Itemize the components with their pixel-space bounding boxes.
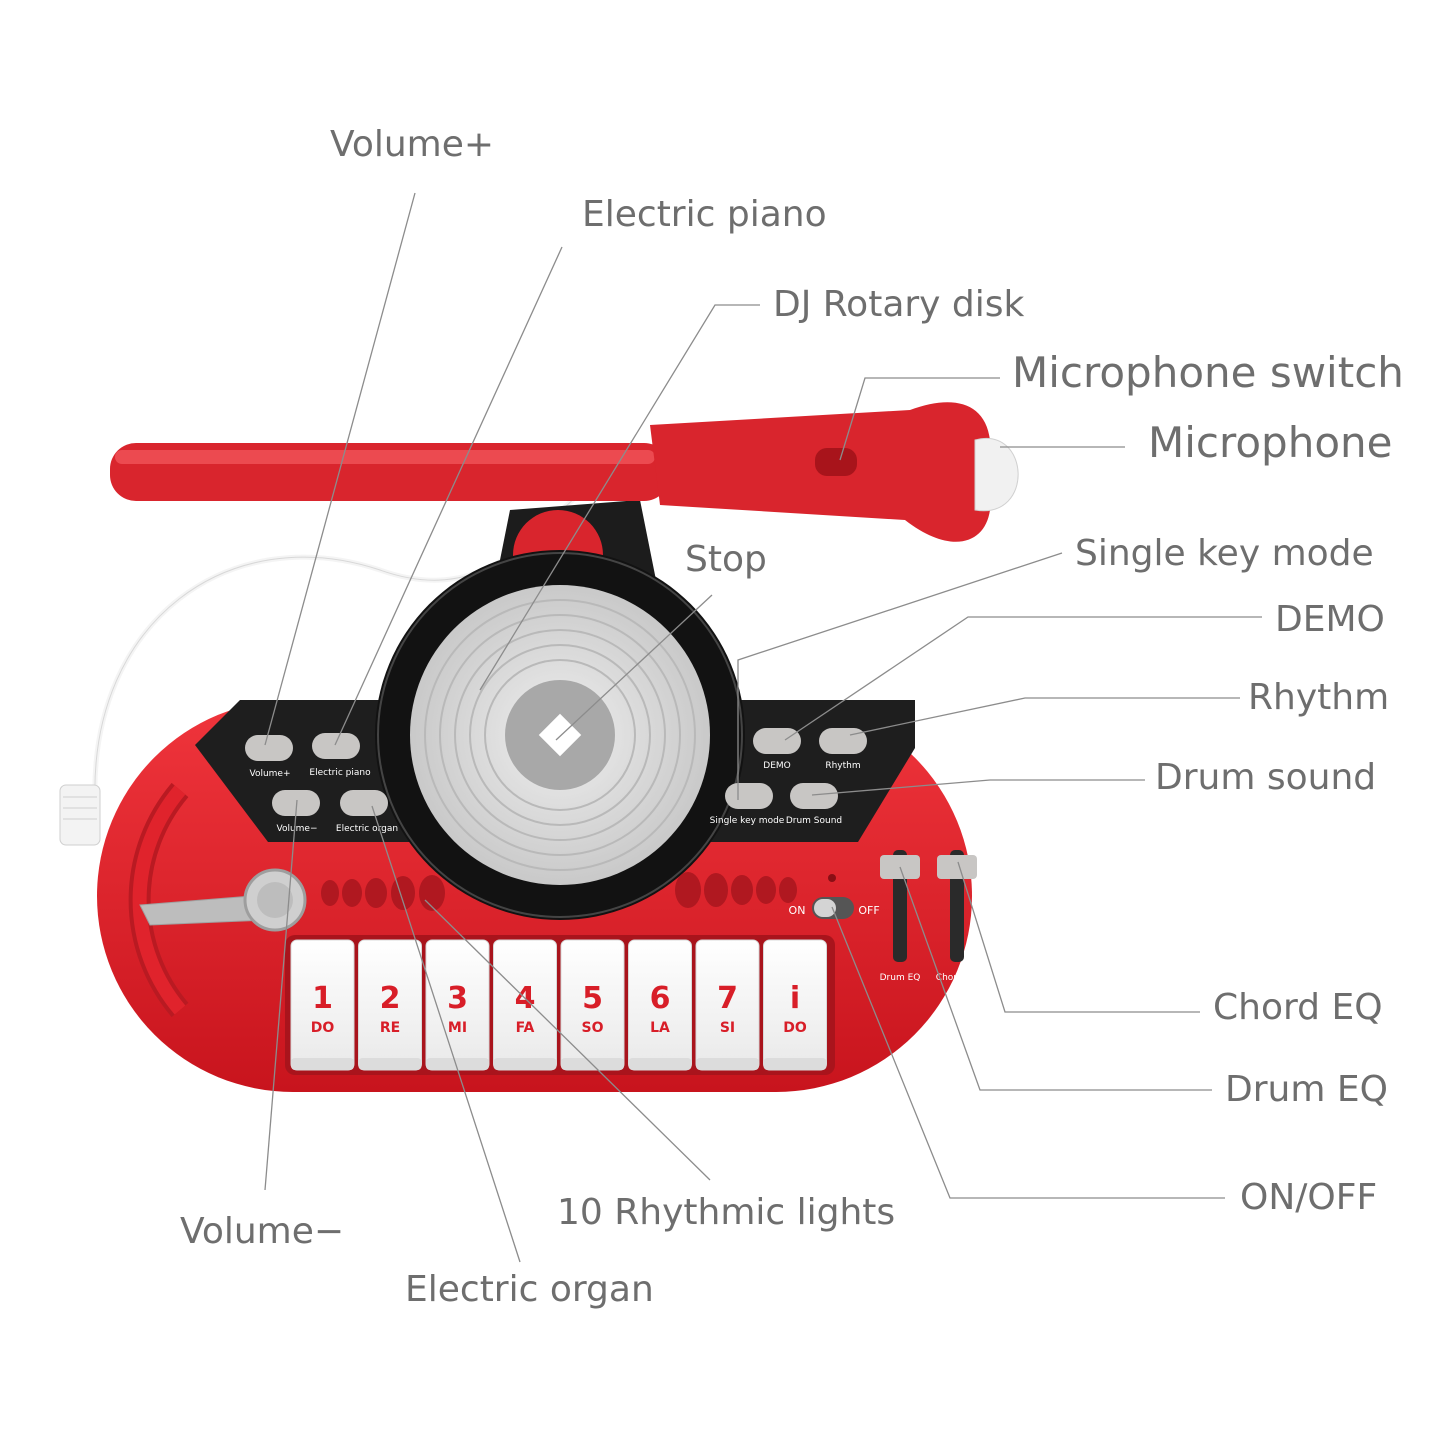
key-number: 1	[312, 981, 333, 1016]
piano-key[interactable]: 4FA	[493, 939, 557, 1071]
piano-key[interactable]: 2RE	[358, 939, 422, 1071]
rhythmic-lights-right	[675, 872, 797, 908]
key-number: 7	[717, 981, 738, 1016]
piano-key[interactable]: 6LA	[628, 939, 692, 1071]
leader-lines	[264, 192, 1262, 1263]
callout-microphone-switch: Microphone switch	[1012, 348, 1404, 397]
key-number: 6	[650, 981, 671, 1016]
panel-label-rhythm: Rhythm	[825, 761, 860, 771]
panel-label-chord-eq: Chord EQ	[936, 973, 978, 983]
key-number: 2	[380, 981, 401, 1016]
callout-on-off: ON/OFF	[1240, 1177, 1378, 1218]
callout-single-key-mode: Single key mode	[1075, 533, 1374, 574]
callout-electric-piano: Electric piano	[582, 194, 827, 235]
panel-label-electric-piano: Electric piano	[309, 768, 371, 778]
callout-volume-minus: Volume−	[180, 1211, 345, 1252]
single-key-mode-button[interactable]	[725, 783, 773, 809]
electric-piano-button[interactable]	[312, 733, 360, 759]
panel-label-off: OFF	[858, 904, 879, 917]
volume-minus-button[interactable]	[272, 790, 320, 816]
key-note: SO	[582, 1020, 604, 1036]
callout-drum-sound: Drum sound	[1155, 757, 1377, 798]
panel-label-drum-sound: Drum Sound	[786, 816, 842, 826]
dj-turntable	[375, 550, 745, 920]
panel-label-single-key-mode: Single key mode	[710, 816, 785, 826]
callout-microphone: Microphone	[1148, 418, 1393, 467]
callout-stop: Stop	[685, 539, 767, 580]
chord-eq-slider[interactable]	[937, 850, 977, 962]
key-number: 3	[447, 981, 468, 1016]
panel-label-demo: DEMO	[763, 761, 790, 771]
callout-volume-plus: Volume+	[330, 124, 495, 165]
rhythmic-lights-left	[321, 875, 445, 911]
panel-label-on: ON	[789, 904, 806, 917]
callout-dj-rotary-disk: DJ Rotary disk	[773, 284, 1025, 325]
piano-key[interactable]: iDO	[763, 939, 827, 1071]
key-note: RE	[380, 1020, 400, 1036]
key-note: LA	[650, 1020, 670, 1036]
panel-label-drum-eq: Drum EQ	[880, 973, 921, 983]
piano-key[interactable]: 1DO	[290, 939, 355, 1071]
piano-key[interactable]: 5SO	[560, 939, 625, 1071]
key-number: 5	[582, 981, 603, 1016]
piano-key[interactable]: 3MI	[425, 939, 490, 1071]
key-note: DO	[783, 1020, 807, 1036]
cable-connector	[59, 784, 101, 846]
panel-label-electric-organ: Electric organ	[336, 824, 398, 834]
callout-electric-organ: Electric organ	[405, 1269, 654, 1310]
key-note: DO	[311, 1020, 335, 1036]
piano-key[interactable]: 7SI	[695, 939, 760, 1071]
key-note: MI	[448, 1020, 467, 1036]
panel-label-volume-minus: Volume−	[276, 824, 317, 834]
key-number: i	[790, 981, 800, 1016]
callout-rhythm: Rhythm	[1248, 677, 1390, 718]
key-note: FA	[516, 1020, 535, 1036]
callout-chord-eq: Chord EQ	[1213, 987, 1383, 1028]
pitch-arc-track	[128, 782, 189, 1018]
volume-plus-button[interactable]	[245, 735, 293, 761]
key-note: SI	[720, 1020, 735, 1036]
drum-sound-button[interactable]	[790, 783, 838, 809]
callout-demo: DEMO	[1275, 599, 1385, 640]
demo-button[interactable]	[753, 728, 801, 754]
callout-rhythmic-lights: 10 Rhythmic lights	[557, 1192, 896, 1233]
electric-organ-button[interactable]	[340, 790, 388, 816]
panel-label-volume-plus: Volume+	[249, 769, 290, 779]
rhythm-button[interactable]	[819, 728, 867, 754]
callout-drum-eq: Drum EQ	[1225, 1069, 1388, 1110]
